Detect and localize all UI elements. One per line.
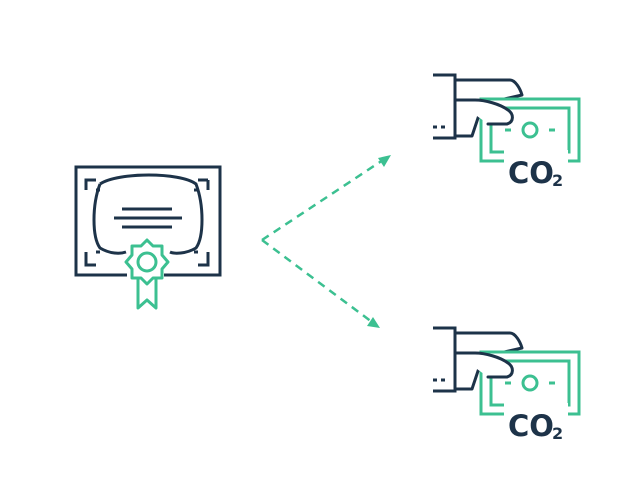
certificate-icon <box>74 165 222 277</box>
hand-holding-banknote-icon: CO 2 <box>433 73 581 190</box>
co2-label-main: CO <box>508 156 554 190</box>
arrow-to-top-credit <box>261 155 391 242</box>
co2-label-subscript: 2 <box>552 424 563 443</box>
arrow-to-bottom-credit <box>261 238 380 328</box>
co2-label-main: CO <box>508 409 554 443</box>
award-seal-icon <box>124 238 170 310</box>
hand-holding-banknote-icon: CO 2 <box>433 326 581 443</box>
co2-label-subscript: 2 <box>552 171 563 190</box>
